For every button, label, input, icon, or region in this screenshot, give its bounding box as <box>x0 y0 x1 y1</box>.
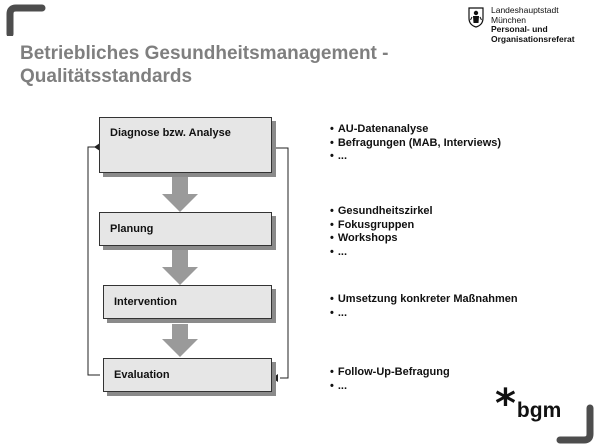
left-feedback-line <box>87 146 100 376</box>
bullet-item: ... <box>330 380 450 394</box>
step-label-diagnose: Diagnose bzw. Analyse <box>110 127 231 139</box>
page-title-line-2: Qualitätsstandards <box>20 66 193 87</box>
step-label-intervention: Intervention <box>114 296 177 308</box>
left-feedback-arrowhead <box>94 143 100 151</box>
city-logo-line-3: Personal- und <box>491 24 548 34</box>
bgm-logo: * bgm <box>495 381 562 427</box>
bullets-intervention: Umsetzung konkreter Maßnahmen... <box>330 293 518 320</box>
right-feedback-arrowhead <box>272 374 278 382</box>
right-feedback-line <box>274 147 289 379</box>
step-box-evaluation: Evaluation <box>103 358 272 392</box>
bullet-item: Follow-Up-Befragung <box>330 366 450 380</box>
bullet-item: ... <box>330 307 518 321</box>
top-left-corner-bracket <box>6 4 46 36</box>
bullet-item: AU-Datenanalyse <box>330 123 501 137</box>
bullets-evaluation: Follow-Up-Befragung... <box>330 366 450 393</box>
bullets-planung: GesundheitszirkelFokusgruppenWorkshops..… <box>330 205 433 259</box>
bullet-item: ... <box>330 246 433 260</box>
down-arrow-3 <box>162 324 198 357</box>
step-box-planung: Planung <box>99 212 272 246</box>
bullet-item: Workshops <box>330 232 433 246</box>
step-label-evaluation: Evaluation <box>114 369 170 381</box>
bgm-logo-text: bgm <box>516 399 562 422</box>
page-title: Betriebliches Gesundheitsmanagement - Qu… <box>20 42 420 88</box>
bullet-item: Umsetzung konkreter Maßnahmen <box>330 293 518 307</box>
down-arrow-1 <box>162 174 198 212</box>
down-arrow-2 <box>162 250 198 285</box>
step-label-planung: Planung <box>110 223 154 235</box>
bullet-item: Fokusgruppen <box>330 219 433 233</box>
munich-coat-of-arms-icon <box>468 7 484 28</box>
bullet-item: Gesundheitszirkel <box>330 205 433 219</box>
bullet-item: ... <box>330 150 501 164</box>
city-logo-text: Landeshauptstadt München Personal- und O… <box>491 5 575 44</box>
step-box-intervention: Intervention <box>103 285 272 319</box>
city-logo-line-2: München <box>491 14 526 25</box>
city-logo: Landeshauptstadt München Personal- und O… <box>467 5 575 44</box>
step-box-diagnose: Diagnose bzw. Analyse <box>99 117 272 173</box>
bottom-right-corner-bracket <box>556 404 594 444</box>
bullet-item: Befragungen (MAB, Interviews) <box>330 137 501 151</box>
bullets-diagnose: AU-DatenanalyseBefragungen (MAB, Intervi… <box>330 123 501 164</box>
city-logo-line-4: Organisationsreferat <box>491 33 575 44</box>
city-logo-line-1: Landeshauptstadt <box>491 5 559 15</box>
bgm-asterisk-icon: * <box>495 381 516 427</box>
page-title-line-1: Betriebliches Gesundheitsmanagement - <box>20 43 389 64</box>
